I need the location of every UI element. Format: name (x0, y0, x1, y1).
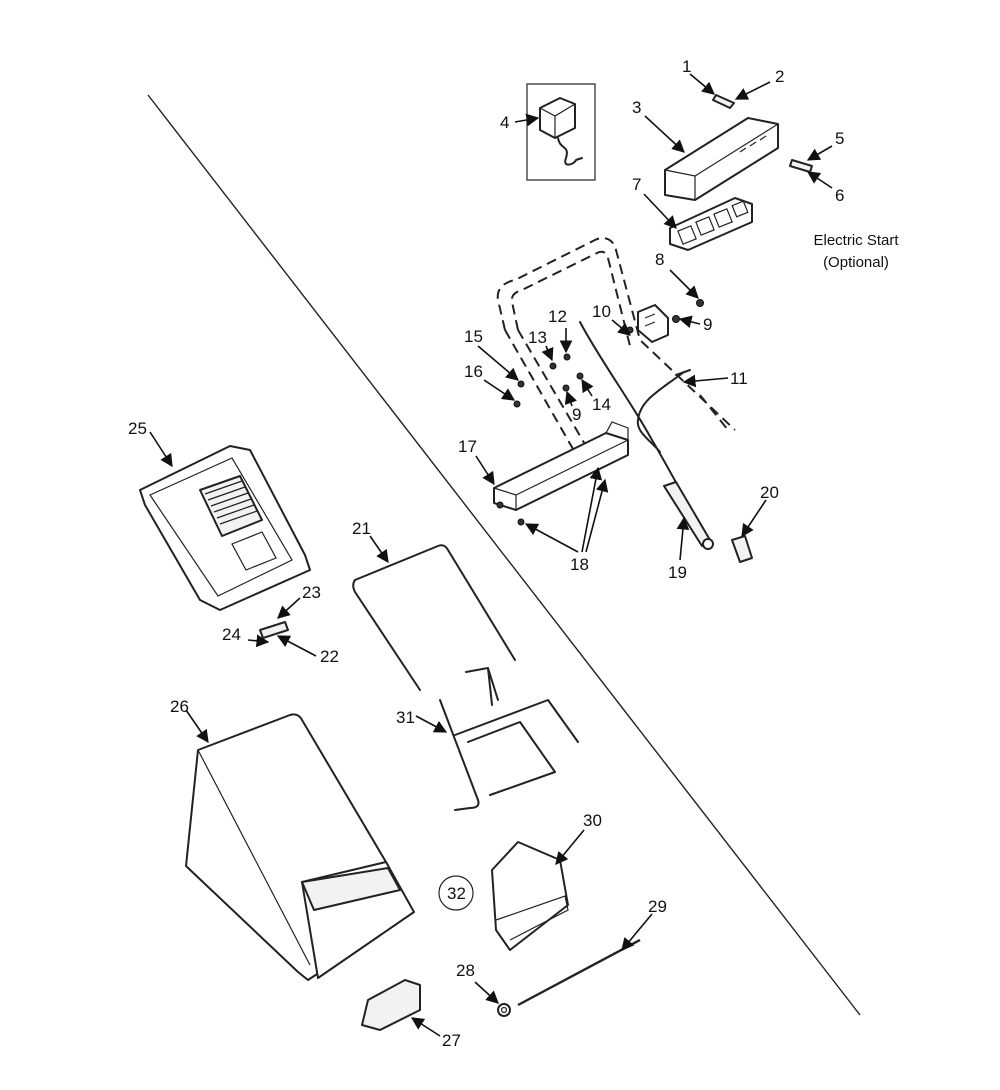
handle-bolt-assembly (663, 481, 714, 550)
callout-2: 2 (775, 67, 784, 86)
reference-circle (438, 875, 474, 911)
battery-clip (789, 159, 813, 173)
callout-9a: 9 (703, 315, 712, 334)
note-line-2: (Optional) (823, 254, 889, 271)
callout-5: 5 (835, 129, 844, 148)
callout-14: 14 (592, 395, 611, 414)
deflector-nut (497, 1003, 511, 1017)
callout-23: 23 (302, 583, 321, 602)
battery-pack (669, 197, 753, 251)
callout-labels: 1 2 3 4 5 6 7 8 9 10 11 12 13 14 15 16 9… (128, 57, 844, 1050)
callout-30: 30 (583, 811, 602, 830)
callout-19: 19 (668, 563, 687, 582)
bag-frame-lower (439, 667, 579, 811)
callout-25: 25 (128, 419, 147, 438)
ignition-key (712, 94, 735, 109)
callout-21: 21 (352, 519, 371, 538)
callout-26: 26 (170, 697, 189, 716)
callout-28: 28 (456, 961, 475, 980)
bag-frame-upper (352, 544, 516, 691)
callout-22: 22 (320, 647, 339, 666)
callout-24: 24 (222, 625, 241, 644)
callout-20: 20 (760, 483, 779, 502)
deflector-rod (517, 938, 641, 1007)
lower-bracket (493, 421, 629, 511)
callout-18: 18 (570, 555, 589, 574)
separator-line (147, 94, 861, 1016)
note-line-1: Electric Start (813, 232, 899, 249)
callout-31: 31 (396, 708, 415, 727)
bag-latch (259, 621, 289, 639)
callout-29: 29 (648, 897, 667, 916)
callout-6: 6 (835, 186, 844, 205)
callout-9b: 9 (572, 405, 581, 424)
rear-deflector (361, 979, 421, 1031)
callout-15: 15 (464, 327, 483, 346)
grass-bag (185, 713, 415, 981)
callout-16: 16 (464, 362, 483, 381)
callout-4: 4 (500, 113, 509, 132)
callout-1: 1 (682, 57, 691, 76)
callout-27: 27 (442, 1031, 461, 1050)
callout-17: 17 (458, 437, 477, 456)
battery-charger (526, 83, 596, 181)
control-cable (579, 321, 729, 546)
callout-8: 8 (655, 250, 664, 269)
battery-cover (664, 117, 779, 201)
callout-12: 12 (548, 307, 567, 326)
callout-11: 11 (730, 369, 748, 388)
wire-connector (731, 535, 753, 563)
switch-box (637, 304, 669, 343)
callout-7: 7 (632, 175, 641, 194)
callout-13: 13 (528, 328, 547, 347)
grass-bag-top (139, 445, 311, 611)
electric-start-note: Electric Start (Optional) (813, 232, 899, 271)
upper-handle (496, 237, 736, 471)
callout-10: 10 (592, 302, 611, 321)
callout-32: 32 (447, 884, 466, 903)
deflector-door (491, 841, 569, 951)
callout-3: 3 (632, 98, 641, 117)
leader-lines (149, 73, 833, 1037)
